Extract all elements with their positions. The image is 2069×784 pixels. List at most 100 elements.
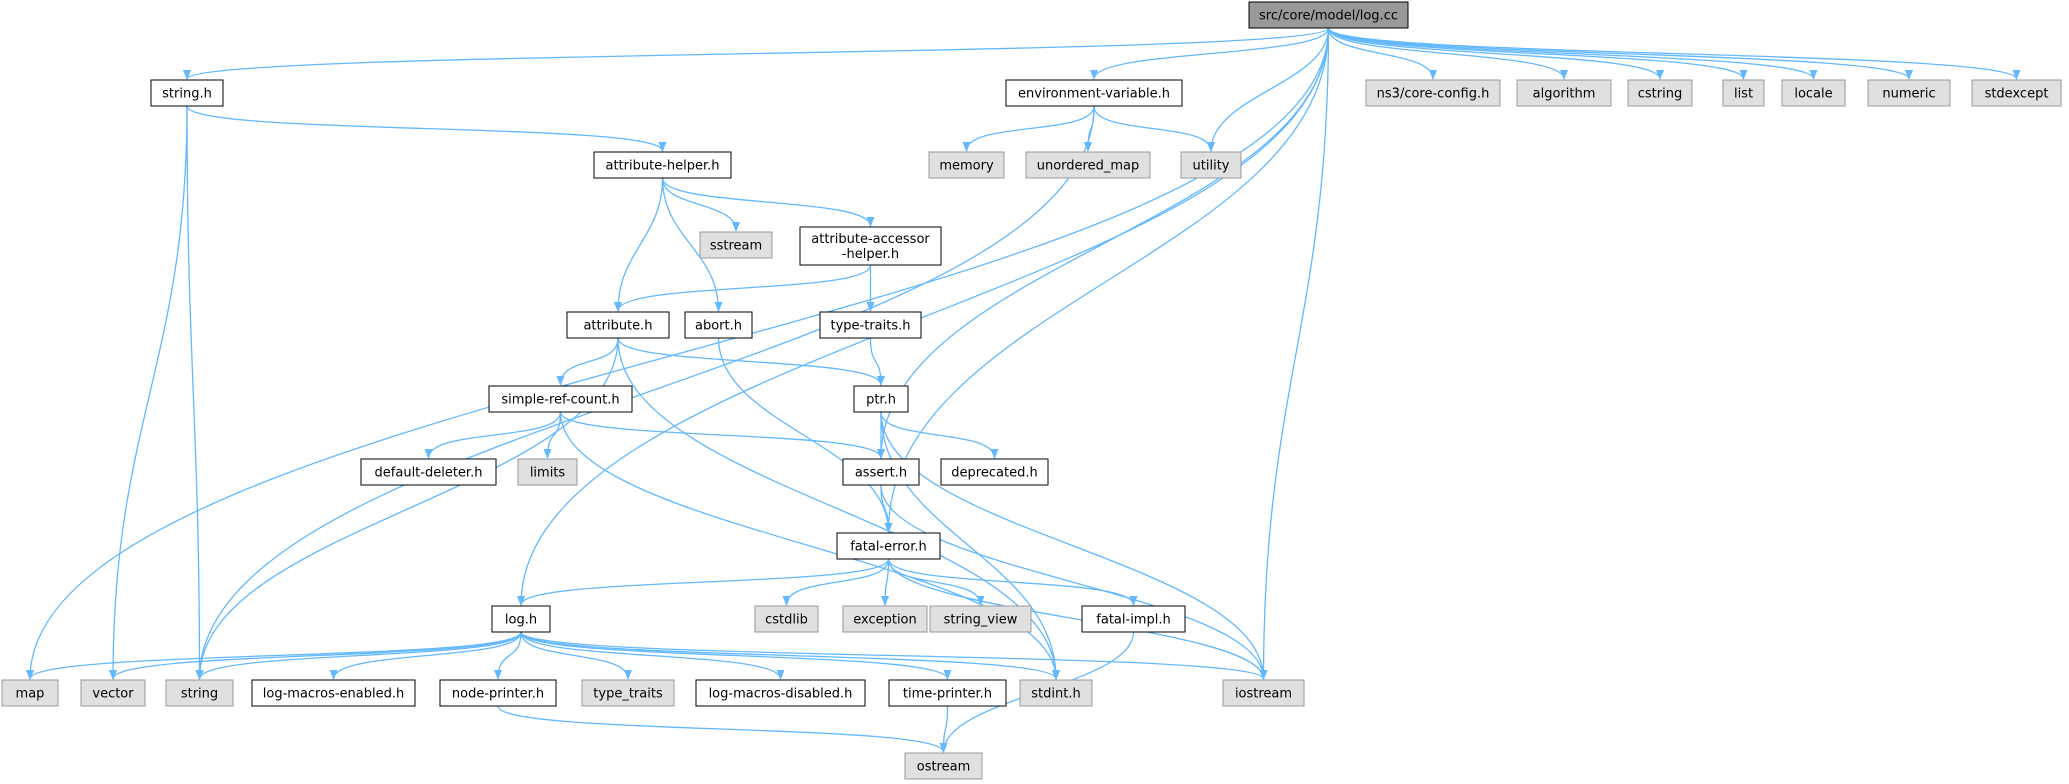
node-box (842, 605, 928, 633)
node-box (251, 679, 416, 707)
edge-log_h-to-log_macros_en (329, 631, 522, 680)
node-label: fatal-error.h (850, 540, 927, 555)
node-label: memory (939, 159, 994, 174)
edge-attribute_h-to-simple_ref (556, 337, 619, 386)
node-box (928, 151, 1005, 179)
edge-string_h-to-string (186, 105, 204, 680)
node-box (566, 311, 670, 339)
node-label: algorithm (1533, 87, 1596, 102)
node-env-var[interactable]: environment-variable.h (1005, 79, 1183, 107)
edge-attr_helper-to-sstream (661, 177, 740, 232)
node-box (1248, 1, 1409, 29)
node-label: assert.h (855, 466, 907, 481)
node-stdexcept: stdexcept (1971, 79, 2062, 107)
node-label: map (16, 687, 45, 702)
node-label: locale (1794, 87, 1832, 102)
node-node-printer[interactable]: node-printer.h (439, 679, 557, 707)
edge-simple_ref-to-assert_h (559, 411, 885, 459)
node-ptr-h[interactable]: ptr.h (853, 385, 909, 413)
node-vector: vector (80, 679, 146, 707)
edge-fatal_error-to-cstdlib (782, 558, 890, 606)
node-label: vector (92, 687, 134, 702)
edge-attr_helper-to-attr_accessor (661, 177, 875, 227)
node-label: exception (853, 613, 917, 628)
node-string-h[interactable]: string.h (150, 79, 224, 107)
node-label: simple-ref-count.h (501, 393, 619, 408)
node-simple-ref[interactable]: simple-ref-count.h (488, 385, 633, 413)
node-type-traits-h[interactable]: type-traits.h (819, 311, 922, 339)
edge-log_h-to-node_printer (494, 631, 522, 680)
edge-attr_accessor-to-attribute_h (614, 264, 872, 312)
edge-log_h-to-iostream (520, 631, 1268, 680)
node-abort-h[interactable]: abort.h (684, 311, 753, 339)
node-ns3-config: ns3/core-config.h (1365, 79, 1501, 107)
edge-log_cc-to-iostream (1259, 27, 1330, 680)
node-fatal-error[interactable]: fatal-error.h (836, 532, 941, 560)
edge-log_cc-to-env_var (1090, 27, 1330, 80)
node-deprecated-h[interactable]: deprecated.h (940, 458, 1049, 486)
node-label: ptr.h (866, 393, 896, 408)
node-label: iostream (1235, 687, 1292, 702)
node-label: string_view (944, 613, 1018, 628)
node-box (1867, 79, 1951, 107)
edge-log_h-to-map (26, 631, 522, 680)
node-cstdlib: cstdlib (754, 605, 819, 633)
node-box (439, 679, 557, 707)
node-box (1019, 679, 1093, 707)
node-box (581, 679, 675, 707)
node-assert-h[interactable]: assert.h (842, 458, 920, 486)
node-label: log-macros-disabled.h (709, 687, 853, 702)
node-box (1971, 79, 2062, 107)
node-log-macros-dis[interactable]: log-macros-disabled.h (695, 679, 866, 707)
edge-ptr_h-to-deprecated_h (880, 411, 999, 459)
node-memory: memory (928, 151, 1005, 179)
node-box (853, 385, 909, 413)
node-box (593, 151, 732, 179)
node-fatal-impl[interactable]: fatal-impl.h (1081, 605, 1186, 633)
node-attr-accessor[interactable]: attribute-accessor-helper.h (799, 226, 942, 266)
node-log-cc[interactable]: src/core/model/log.cc (1248, 1, 1409, 29)
node-label: ostream (917, 760, 971, 775)
node-box (1627, 79, 1693, 107)
node-time-printer[interactable]: time-printer.h (888, 679, 1007, 707)
node-ostream: ostream (904, 752, 983, 780)
node-label: utility (1193, 159, 1230, 174)
node-label: fatal-impl.h (1096, 613, 1170, 628)
node-type-traits: type_traits (581, 679, 675, 707)
node-box (888, 679, 1007, 707)
edge-log_h-to-time_printer (520, 631, 952, 680)
edge-log_cc-to-stdexcept (1327, 27, 2021, 80)
edge-string_h-to-vector (109, 105, 188, 680)
node-box (819, 311, 922, 339)
edge-assert_h-to-iostream (880, 484, 1268, 680)
node-log-h[interactable]: log.h (491, 605, 551, 633)
edge-log_h-to-log_macros_dis (520, 631, 785, 680)
node-label: log.h (505, 613, 537, 628)
node-box (940, 458, 1049, 486)
edge-env_var-to-memory (962, 105, 1095, 152)
node-label: numeric (1882, 87, 1935, 102)
edge-attr_helper-to-abort_h (661, 177, 723, 312)
node-box (836, 532, 941, 560)
node-cstring: cstring (1627, 79, 1693, 107)
node-label: sstream (710, 239, 762, 254)
node-box (1180, 151, 1242, 179)
node-label: abort.h (695, 319, 742, 334)
node-box (695, 679, 866, 707)
edge-simple_ref-to-stdint (559, 411, 1060, 680)
edge-fatal_error-to-iostream (887, 558, 1268, 680)
node-box (1025, 151, 1151, 179)
node-attribute-h[interactable]: attribute.h (566, 311, 670, 339)
node-default-deleter[interactable]: default-deleter.h (360, 458, 497, 486)
node-label: string.h (162, 87, 212, 102)
node-string: string (165, 679, 234, 707)
edge-attribute_h-to-stdint (617, 337, 1060, 680)
edge-log_cc-to-list (1327, 27, 1748, 80)
edge-log_cc-to-locale (1327, 27, 1818, 80)
node-box (1081, 605, 1186, 633)
node-box (517, 458, 578, 486)
edge-simple_ref-to-default_deleter (424, 411, 562, 459)
node-attr-helper[interactable]: attribute-helper.h (593, 151, 732, 179)
node-log-macros-en[interactable]: log-macros-enabled.h (251, 679, 416, 707)
